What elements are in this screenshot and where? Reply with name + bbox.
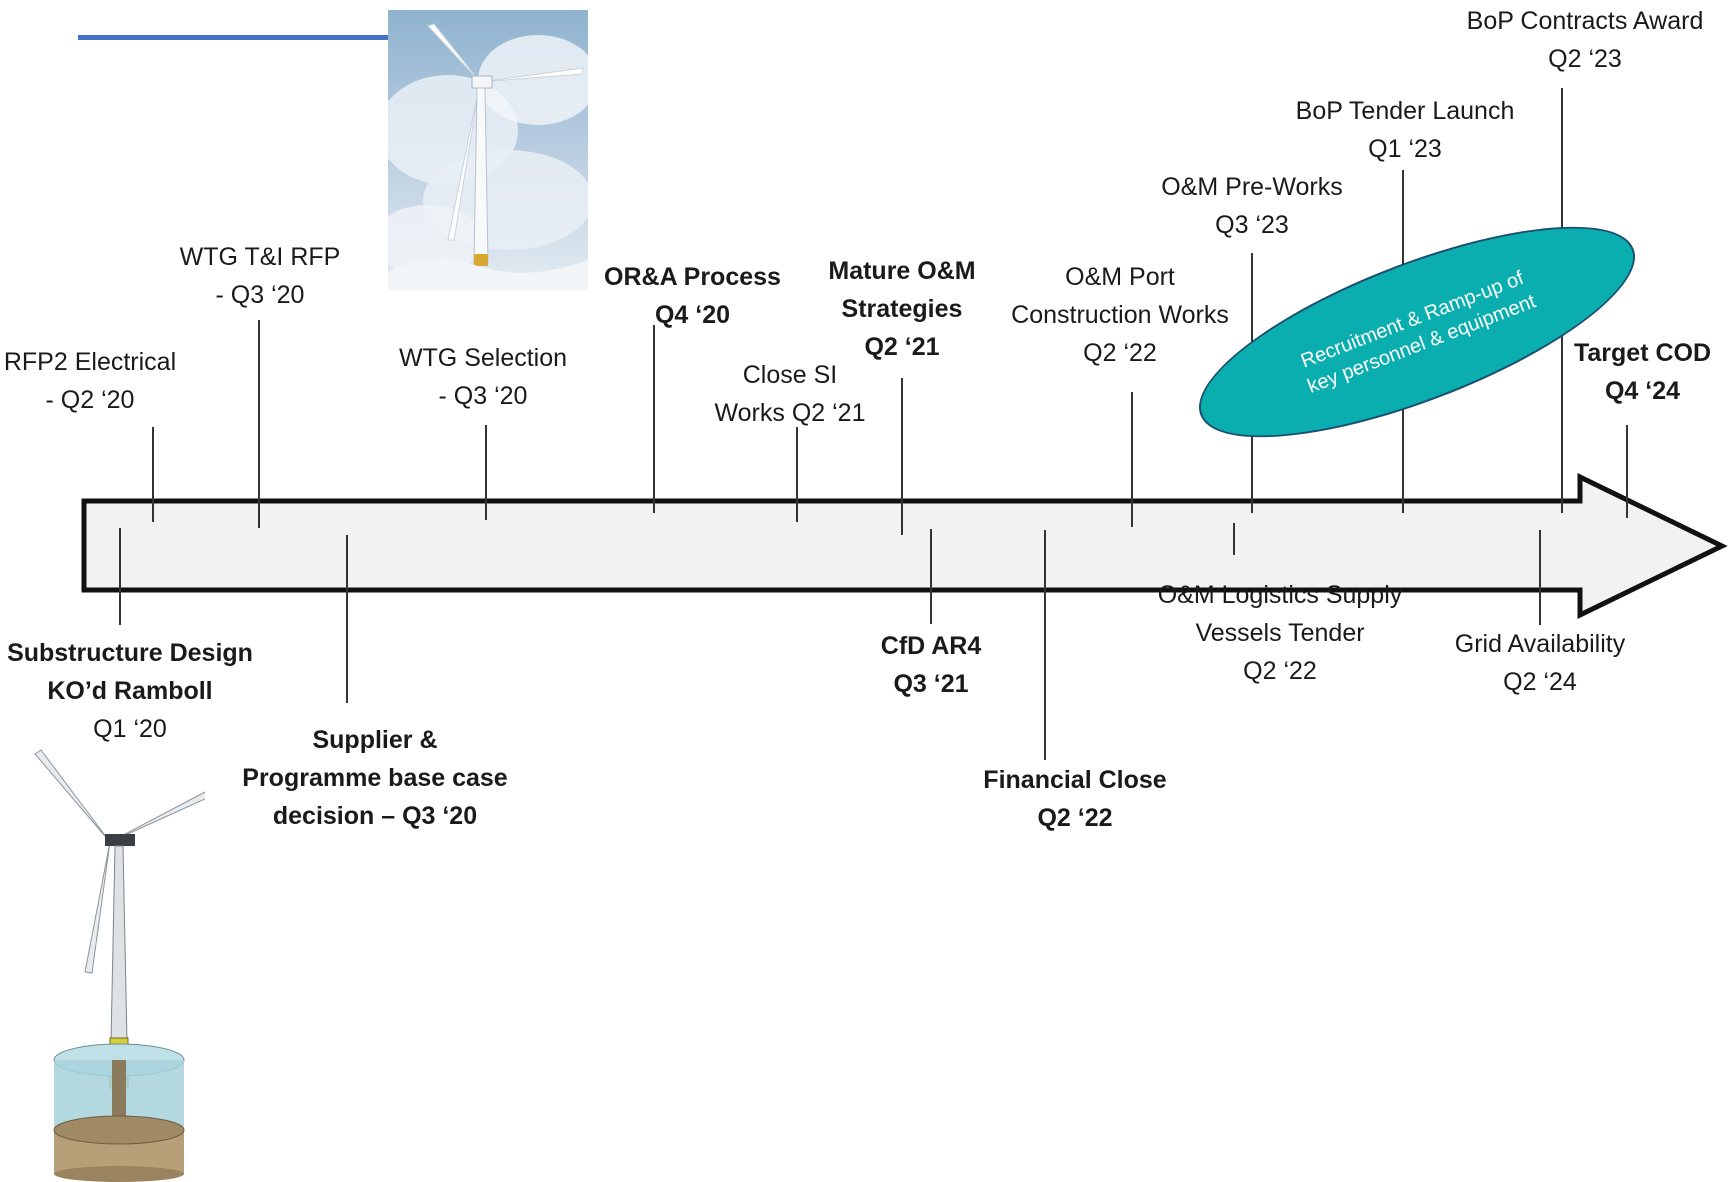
milestone-subtitle: Programme base case bbox=[242, 764, 508, 792]
milestone-title: O&M Logistics Supply bbox=[1157, 581, 1403, 609]
cloud bbox=[388, 205, 483, 275]
milestone-date: Q4 ‘24 bbox=[1604, 377, 1681, 405]
milestone-title: OR&A Process bbox=[604, 263, 781, 291]
milestone-rfp2-electrical: RFP2 Electrical - Q2 ‘20 bbox=[0, 343, 190, 419]
milestone-supplier-programme: Supplier & Programme base case decision … bbox=[225, 721, 525, 835]
milestone-title: Mature O&M bbox=[828, 257, 976, 285]
milestone-title: CfD AR4 bbox=[880, 632, 982, 660]
turbine-nacelle bbox=[105, 834, 135, 846]
milestone-om-port: O&M Port Construction Works Q2 ‘22 bbox=[980, 258, 1260, 372]
milestone-date: Q4 ‘20 bbox=[654, 301, 731, 329]
header-rule bbox=[78, 35, 390, 40]
turbine-blade bbox=[479, 67, 584, 83]
milestone-date: Q3 ‘23 bbox=[1215, 211, 1289, 239]
milestone-grid-availability: Grid Availability Q2 ‘24 bbox=[1420, 625, 1660, 701]
turbine-blade bbox=[84, 841, 111, 974]
foundation-base bbox=[54, 1166, 184, 1182]
milestone-date: Q1 ‘20 bbox=[93, 715, 167, 743]
milestone-subtitle: Construction Works bbox=[1011, 301, 1229, 329]
milestone-date: Q2 ‘24 bbox=[1503, 668, 1577, 696]
milestone-title: WTG Selection bbox=[398, 344, 568, 372]
milestone-close-si: Close SI Works Q2 ‘21 bbox=[690, 356, 890, 432]
milestone-date: Q1 ‘23 bbox=[1368, 135, 1442, 163]
milestone-title: Grid Availability bbox=[1454, 630, 1626, 658]
milestone-wtg-ti-rfp: WTG T&I RFP - Q3 ‘20 bbox=[155, 238, 365, 314]
milestone-title: Target COD bbox=[1573, 339, 1712, 367]
milestone-subtitle: Vessels Tender bbox=[1195, 619, 1365, 647]
milestone-substructure-design: Substructure Design KO’d Ramboll Q1 ‘20 bbox=[0, 634, 270, 748]
milestone-financial-close: Financial Close Q2 ‘22 bbox=[960, 761, 1190, 837]
milestone-date: - Q3 ‘20 bbox=[438, 382, 528, 410]
milestone-om-pre-works: O&M Pre-Works Q3 ‘23 bbox=[1127, 168, 1377, 244]
milestone-date: decision – Q3 ‘20 bbox=[272, 802, 478, 830]
milestone-ora-process: OR&A Process Q4 ‘20 bbox=[580, 258, 805, 334]
wind-turbine-photo bbox=[388, 10, 588, 290]
milestone-date: Works Q2 ‘21 bbox=[714, 399, 866, 427]
milestone-title: O&M Pre-Works bbox=[1161, 173, 1343, 201]
foundation-seabed-top bbox=[53, 1115, 185, 1145]
milestone-title: WTG T&I RFP bbox=[179, 243, 341, 271]
milestone-title: Supplier & bbox=[312, 726, 438, 754]
turbine-blade bbox=[427, 23, 481, 83]
turbine-tower bbox=[473, 87, 489, 263]
photo-sea bbox=[388, 259, 588, 290]
milestone-bop-tender-launch: BoP Tender Launch Q1 ‘23 bbox=[1270, 92, 1540, 168]
milestone-title: Substructure Design bbox=[7, 639, 253, 667]
turbine-blade bbox=[34, 749, 111, 843]
milestone-date: Q2 ‘23 bbox=[1548, 45, 1622, 73]
cloud bbox=[478, 35, 588, 125]
milestone-target-cod: Target COD Q4 ‘24 bbox=[1555, 334, 1730, 410]
milestone-bop-contracts-award: BoP Contracts Award Q2 ‘23 bbox=[1440, 2, 1730, 78]
milestone-title: RFP2 Electrical bbox=[3, 348, 177, 376]
milestone-cfd-ar4: CfD AR4 Q3 ‘21 bbox=[856, 627, 1006, 703]
milestone-wtg-selection: WTG Selection - Q3 ‘20 bbox=[373, 339, 593, 415]
milestone-date: - Q2 ‘20 bbox=[45, 386, 135, 414]
milestone-om-logistics: O&M Logistics Supply Vessels Tender Q2 ‘… bbox=[1125, 576, 1435, 690]
milestone-date: Q2 ‘22 bbox=[1243, 657, 1317, 685]
milestone-date: Q3 ‘21 bbox=[893, 670, 969, 698]
milestone-title: Close SI bbox=[742, 361, 838, 389]
milestone-date: Q2 ‘22 bbox=[1037, 804, 1113, 832]
turbine-nacelle bbox=[471, 75, 493, 89]
milestone-title: BoP Tender Launch bbox=[1295, 97, 1515, 125]
milestone-date: Q2 ‘21 bbox=[864, 333, 940, 361]
milestone-title: Financial Close bbox=[983, 766, 1167, 794]
turbine-tower bbox=[110, 845, 128, 1043]
turbine-blade bbox=[447, 81, 481, 241]
milestone-mature-om-strategies: Mature O&M Strategies Q2 ‘21 bbox=[797, 252, 1007, 366]
turbine-blade bbox=[109, 791, 205, 843]
milestone-subtitle: Strategies bbox=[841, 295, 963, 323]
milestone-title: BoP Contracts Award bbox=[1466, 7, 1704, 35]
turbine-transition-piece bbox=[474, 254, 488, 266]
turbine-foundation-drawing bbox=[34, 749, 205, 1182]
milestone-title: O&M Port bbox=[1065, 263, 1175, 291]
milestone-subtitle: KO’d Ramboll bbox=[47, 677, 213, 705]
timeline-arrow bbox=[81, 473, 1728, 619]
milestone-date: Q2 ‘22 bbox=[1083, 339, 1157, 367]
milestone-date: - Q3 ‘20 bbox=[215, 281, 305, 309]
